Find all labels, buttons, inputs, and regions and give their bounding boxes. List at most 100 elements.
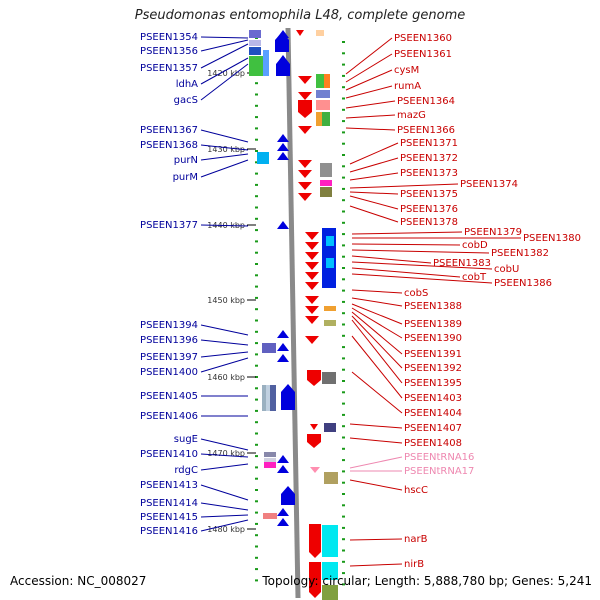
leader-line [351, 243, 461, 246]
gene-feature [264, 458, 276, 463]
gene-label-left: PSEEN1396 [140, 335, 198, 346]
gene-label-left: PSEEN1410 [140, 449, 198, 460]
leader-line [351, 289, 403, 294]
forward-gene-arrow [275, 32, 289, 52]
gene-feature [320, 163, 332, 177]
gene-feature [316, 112, 322, 126]
gene-label-left: PSEEN1354 [140, 32, 198, 43]
reverse-arrow [305, 282, 319, 290]
gene-label-right: PSEEN1366 [397, 125, 455, 136]
leader-line [200, 39, 249, 52]
gene-label-left: PSEEN1397 [140, 352, 198, 363]
leader-line [349, 191, 399, 195]
gene-label-right: PSEEN1382 [491, 248, 549, 259]
gene-feature [257, 152, 269, 164]
gene-label-right: PSEEN1391 [404, 349, 462, 360]
reverse-arrow [305, 232, 319, 240]
reverse-gene-arrow [309, 562, 321, 598]
gene-label-right: PSEEN1375 [400, 189, 458, 200]
leader-line [200, 159, 249, 178]
gene-label-right: PSEEN1380 [523, 233, 581, 244]
gene-feature [316, 74, 324, 88]
gene-feature [316, 90, 330, 98]
gene-feature [324, 320, 336, 326]
leader-line [200, 36, 249, 39]
gene-label-left: PSEEN1415 [140, 512, 198, 523]
gene-feature [270, 385, 276, 411]
forward-arrow [277, 152, 289, 160]
leader-line [200, 351, 249, 358]
leader-line [351, 335, 403, 399]
forward-arrow [277, 330, 289, 338]
gene-label-left: PSEEN1356 [140, 46, 198, 57]
gene-feature [316, 30, 324, 36]
leader-line [349, 423, 403, 429]
reverse-arrow [310, 424, 318, 430]
gene-label-right: PSEEN1376 [400, 204, 458, 215]
leader-line [200, 484, 249, 501]
forward-arrow [277, 508, 289, 516]
leader-line [345, 114, 396, 119]
leader-line [200, 144, 249, 151]
leader-line [200, 519, 249, 532]
forward-gene-arrow [281, 384, 295, 410]
rna-label: PSEENtRNA17 [404, 466, 474, 477]
gene-feature [322, 562, 338, 580]
leader-line [351, 371, 403, 414]
gene-label-right: cobU [494, 264, 519, 275]
leader-line [345, 127, 396, 131]
reverse-gene-arrow [309, 524, 321, 558]
leader-line [351, 311, 403, 355]
scale-label: 1480 kbp [207, 525, 245, 534]
leader-line [349, 563, 403, 567]
gene-feature [263, 513, 277, 519]
gene-label-left: PSEEN1413 [140, 480, 198, 491]
gene-label-right: cobD [462, 240, 488, 251]
gene-label-right: PSEEN1373 [400, 168, 458, 179]
reverse-arrow [298, 92, 312, 100]
leader-line [351, 303, 403, 325]
gene-feature [322, 585, 338, 600]
gene-label-right: PSEEN1395 [404, 378, 462, 389]
gene-label-left: purM [173, 172, 198, 183]
gene-feature [322, 112, 330, 126]
scale-label: 1470 kbp [207, 449, 245, 458]
leader-line [200, 153, 249, 161]
gene-feature [264, 452, 276, 457]
leader-line [200, 514, 249, 518]
scale-label: 1450 kbp [207, 296, 245, 305]
gene-label-right: cobT [462, 272, 487, 283]
gene-feature [262, 385, 266, 411]
leader-line [349, 479, 403, 491]
leader-line [349, 205, 399, 223]
genome-backbone [285, 27, 301, 599]
leader-line [200, 357, 249, 373]
gene-label-left: PSEEN1406 [140, 411, 198, 422]
leader-line [345, 100, 396, 109]
scale-label: 1430 kbp [207, 145, 245, 154]
forward-arrow [277, 143, 289, 151]
gene-feature [326, 236, 334, 246]
leader-line [351, 249, 490, 254]
reverse-arrow [305, 296, 319, 304]
reverse-gene-arrow [307, 434, 321, 448]
leader-line [200, 224, 249, 227]
leader-line [349, 456, 403, 469]
topology-label: Topology: circular; Length: 5,888,780 bp… [262, 574, 592, 588]
genome-title: Pseudomonas entomophila L48, complete ge… [134, 8, 466, 23]
gene-feature [324, 423, 336, 432]
gene-feature [324, 306, 336, 311]
forward-arrow [277, 465, 289, 473]
gene-label-left: PSEEN1414 [140, 498, 198, 509]
gene-label-left: PSEEN1400 [140, 367, 198, 378]
leader-line [349, 538, 403, 541]
gene-label-right: PSEEN1372 [400, 153, 458, 164]
reverse-arrow [296, 30, 304, 36]
forward-gene-arrow [281, 486, 295, 505]
gene-label-right: PSEEN1407 [404, 423, 462, 434]
gene-label-right: PSEEN1374 [460, 179, 518, 190]
gene-feature [322, 372, 336, 384]
reverse-arrow [298, 193, 312, 201]
gene-feature [322, 525, 338, 557]
